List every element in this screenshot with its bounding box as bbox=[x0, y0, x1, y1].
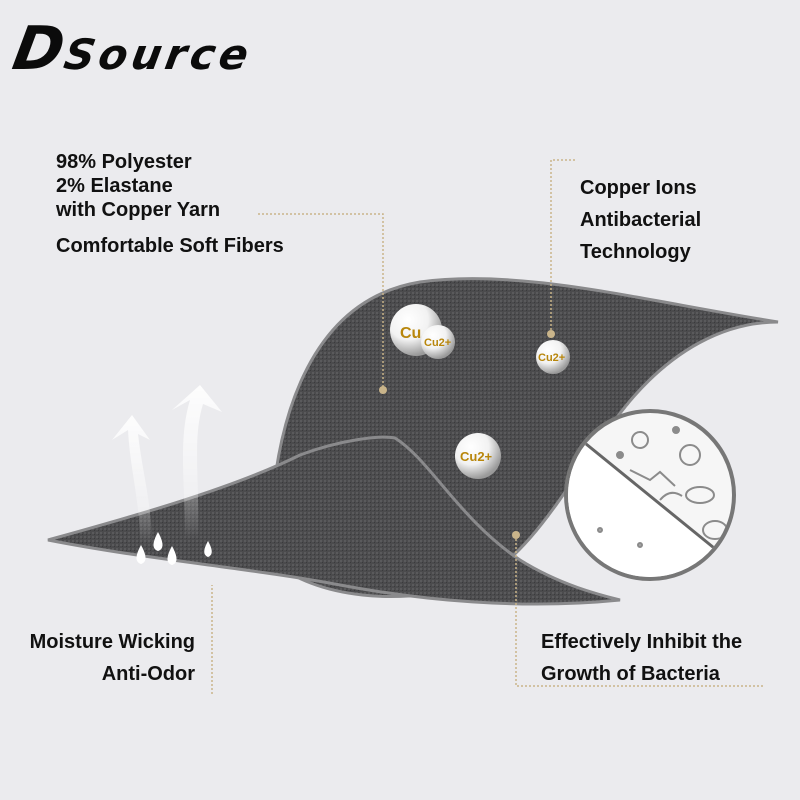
leader-dots bbox=[379, 330, 555, 539]
copper-ion-icon: Cu2+ bbox=[536, 340, 570, 374]
brand-logo: DSource bbox=[7, 14, 257, 84]
copper-line-2: Antibacterial bbox=[580, 209, 702, 231]
ion-right-label: Cu2+ bbox=[538, 352, 565, 364]
copper-ions-callout: Copper Ions Antibacterial Technology bbox=[580, 172, 701, 268]
copper-ion-icon: Cu2+ bbox=[455, 433, 501, 479]
copper-line-1: Copper Ions bbox=[580, 177, 697, 199]
material-composition: 98% Polyester 2% Elastane with Copper Ya… bbox=[56, 150, 284, 258]
material-line-2: 2% Elastane bbox=[56, 175, 173, 197]
material-tagline: Comfortable Soft Fibers bbox=[56, 235, 284, 257]
moisture-line-2: Anti-Odor bbox=[101, 663, 195, 685]
bacteria-magnified-view bbox=[564, 409, 736, 581]
bacteria-line-1: Effectively Inhibit the bbox=[541, 631, 743, 653]
fabric-front-layer bbox=[47, 435, 621, 606]
bacteria-callout: Effectively Inhibit the Growth of Bacter… bbox=[541, 626, 742, 690]
material-line-3: with Copper Yarn bbox=[56, 199, 221, 221]
moisture-callout: Moisture Wicking Anti-Odor bbox=[14, 626, 195, 690]
bacteria-line-2: Growth of Bacteria bbox=[541, 663, 720, 685]
leader-lines bbox=[211, 159, 765, 694]
copper-ion-icon: Cu Cu2+ bbox=[390, 304, 455, 359]
water-drop-icon bbox=[136, 532, 212, 565]
ion-center-label: Cu2+ bbox=[460, 449, 493, 464]
ion-large-label: Cu bbox=[400, 325, 421, 342]
copper-line-3: Technology bbox=[580, 241, 691, 263]
moisture-line-1: Moisture Wicking bbox=[29, 631, 195, 653]
material-line-1: 98% Polyester bbox=[56, 151, 192, 173]
moisture-arrow-icon bbox=[112, 385, 222, 545]
ion-small-label: Cu2+ bbox=[424, 337, 451, 349]
